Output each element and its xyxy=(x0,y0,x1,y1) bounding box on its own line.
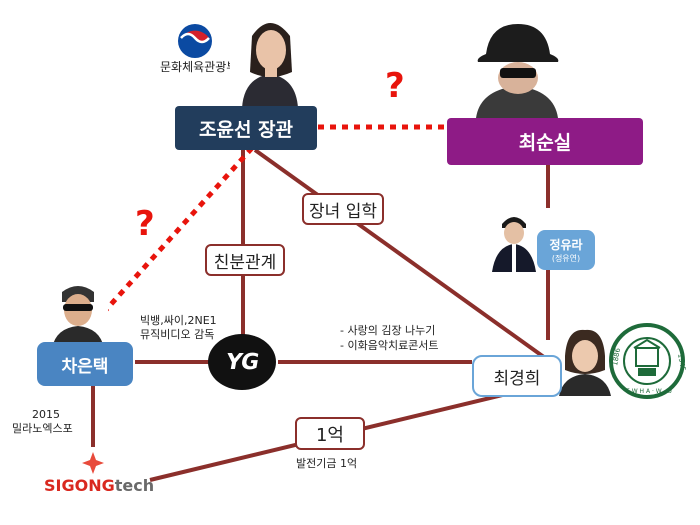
node-chung-yura: 정유라 (정유연) xyxy=(537,230,595,270)
edge-label-one-hundred-million: 1억 xyxy=(295,417,365,450)
question-mark-minister-cha: ? xyxy=(135,204,155,244)
node-chung-yura-sub: (정유연) xyxy=(551,254,581,263)
note-fund: 발전기금 1억 xyxy=(296,457,358,470)
ministry-emblem-icon xyxy=(178,24,212,58)
yg-logo-text: YG xyxy=(223,349,261,375)
ewha-year-right: 1945 xyxy=(676,353,686,372)
ewha-letters: E W H A · W . U xyxy=(626,388,672,395)
note-expo-name: 밀라노엑스포 xyxy=(12,422,73,435)
node-choi-kyunghee-label: 최경희 xyxy=(493,368,541,389)
edge-label-one-hundred-million-text: 1억 xyxy=(315,424,344,446)
dotted-minister-cha xyxy=(93,146,254,324)
note-expo-year: 2015 xyxy=(32,408,60,421)
cha-euntaek-photo xyxy=(48,280,108,348)
minister-photo xyxy=(230,8,310,108)
node-choi-kyunghee: 최경희 xyxy=(472,355,562,397)
ministry-caption: 문화체육관광부 xyxy=(160,60,238,74)
yg-logo: YG xyxy=(208,334,276,390)
node-minister: 조윤선 장관 xyxy=(175,106,317,150)
sigong-logo: SIGONGtech xyxy=(44,476,154,495)
note-music-video-line1: 빅뱅,싸이,2NE1 xyxy=(140,314,217,327)
sigong-logo-part2: tech xyxy=(114,476,155,495)
note-event-2: - 이화음악치료콘서트 xyxy=(340,339,439,352)
sigong-star-icon xyxy=(82,452,104,474)
edge-label-acquaintance: 친분관계 xyxy=(205,244,285,276)
line-minister-choi-kyunghee xyxy=(253,148,550,362)
choi-soonsil-photo xyxy=(470,18,565,118)
sigong-logo-part1: SIGONG xyxy=(44,476,115,495)
chung-yura-photo xyxy=(490,206,538,272)
node-minister-label: 조윤선 장관 xyxy=(198,118,293,141)
note-music-video-line2: 뮤직비디오 감독 xyxy=(140,328,215,341)
question-mark-minister-choi: ? xyxy=(385,66,405,106)
node-choi-soonsil: 최순실 xyxy=(447,118,643,165)
edge-label-daughter-admission-text: 장녀 입학 xyxy=(309,201,377,222)
ewha-seal-icon: 1886 1945 E W H A · W . U xyxy=(609,323,686,399)
node-chung-yura-label: 정유라 xyxy=(549,238,583,252)
node-cha-euntaek: 차은택 xyxy=(37,342,133,386)
node-choi-soonsil-label: 최순실 xyxy=(518,132,572,154)
edge-label-acquaintance-text: 친분관계 xyxy=(213,252,277,273)
note-event-1: - 사랑의 김장 나누기 xyxy=(340,324,436,337)
edge-label-daughter-admission: 장녀 입학 xyxy=(302,193,384,225)
ewha-year-left: 1886 xyxy=(611,347,622,366)
choi-kyunghee-photo xyxy=(555,326,615,396)
node-cha-euntaek-label: 차은택 xyxy=(61,356,109,377)
